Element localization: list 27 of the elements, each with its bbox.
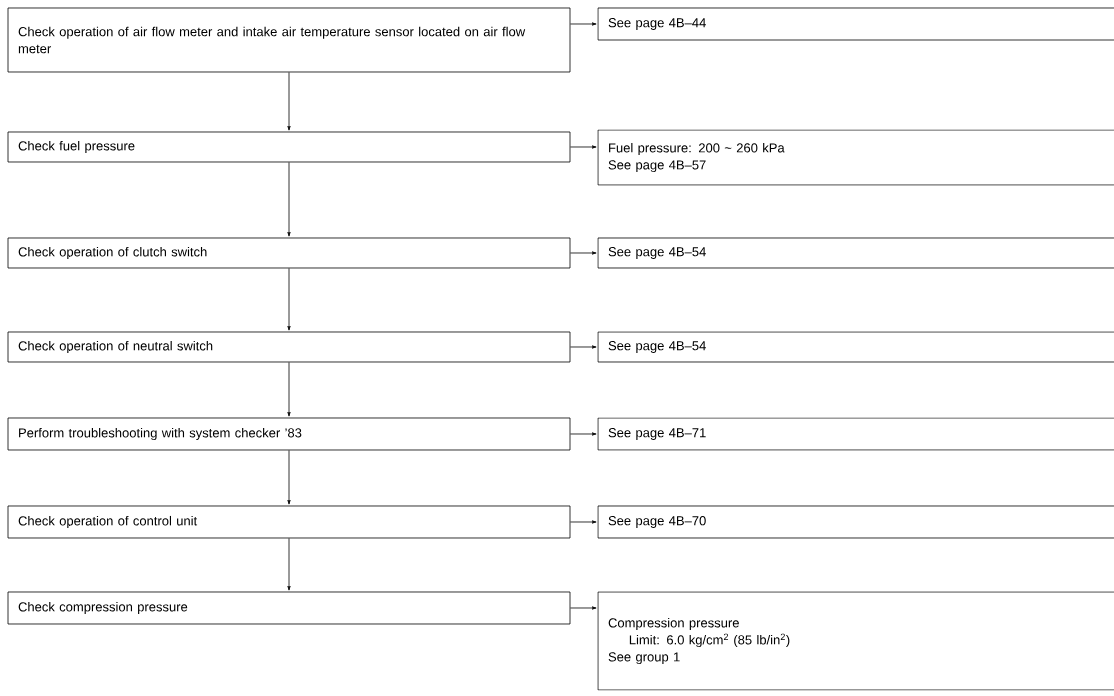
arrow [570, 520, 597, 524]
reference-box: See page 4B–70 [597, 505, 1114, 539]
reference-box: See page 4B–54 [597, 237, 1114, 269]
arrow [570, 145, 597, 149]
step-box: Check operation of neutral switch [7, 331, 571, 363]
step-box: Check operation of control unit [7, 505, 571, 539]
reference-box: Fuel pressure: 200 ~ 260 kPa See page 4B–57 [597, 129, 1114, 186]
step-box: Check operation of air flow meter and intake air temperature sensor located on air flow meter [7, 7, 571, 73]
arrow [287, 72, 291, 131]
arrow [287, 362, 291, 417]
reference-box: See page 4B–44 [597, 7, 1114, 41]
arrow [287, 162, 291, 237]
step-box: Check compression pressure [7, 591, 571, 625]
arrow [287, 538, 291, 591]
step-box: Check operation of clutch switch [7, 237, 571, 269]
arrow [287, 268, 291, 331]
arrow [570, 251, 597, 255]
reference-box: See page 4B–71 [597, 417, 1114, 451]
arrow [570, 22, 597, 26]
reference-box: Compression pressure Limit: 6.0 kg/cm$^{2}$ (85 lb/in$^{2}$) See group 1 [597, 591, 1114, 691]
step-box: Check fuel pressure [7, 131, 571, 163]
arrow [570, 606, 597, 610]
arrow [570, 345, 597, 349]
reference-box: See page 4B–54 [597, 331, 1114, 363]
step-box: Perform troubleshooting with system checker ’83 [7, 417, 571, 451]
arrow [287, 450, 291, 505]
arrow [570, 432, 597, 436]
